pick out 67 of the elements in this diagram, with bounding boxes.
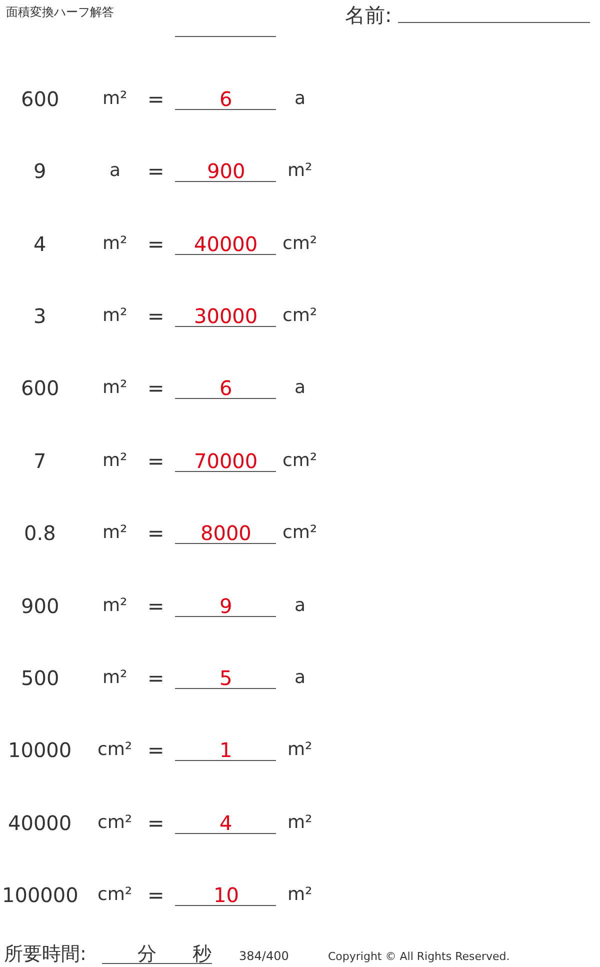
equals-sign: = — [148, 523, 164, 544]
quantity-value: 9 — [34, 161, 46, 182]
unit-label: m² — [288, 886, 312, 904]
quantity-value: 10000 — [8, 740, 72, 760]
answer-value: 70000 — [194, 450, 258, 471]
answer-value: 1 — [220, 740, 232, 760]
answer-value: 900 — [207, 161, 246, 182]
equals-sign: = — [148, 306, 164, 326]
quantity-value: 500 — [21, 668, 60, 688]
unit-label: m² — [102, 596, 128, 615]
copyright-notice: Copyright © All Rights Reserved. — [328, 950, 510, 962]
unit-label: m² — [102, 452, 128, 470]
worksheet-title: 面積変換ハーフ解答 — [6, 6, 114, 18]
answer-value: 5 — [220, 668, 232, 688]
name-label: 名前: — [345, 5, 392, 25]
unit-label: a — [110, 162, 121, 180]
quantity-value: 600 — [21, 89, 60, 109]
unit-label: cm² — [282, 524, 318, 542]
equals-sign: = — [148, 161, 164, 182]
answer-value: 30000 — [194, 306, 258, 326]
unit-label: m² — [102, 234, 128, 253]
unit-label: cm² — [282, 234, 318, 253]
time-label: 所要時間: — [4, 944, 86, 964]
unit-label: cm² — [98, 814, 132, 832]
page-number: 384/400 — [239, 950, 289, 962]
equals-sign: = — [148, 740, 164, 760]
unit-label: m² — [102, 668, 128, 687]
equals-sign: = — [148, 234, 164, 254]
unit-label: cm² — [282, 452, 318, 470]
unit-label: m² — [288, 162, 312, 180]
unit-label: cm² — [98, 886, 132, 904]
unit-label: cm² — [98, 741, 132, 760]
unit-label: m² — [102, 90, 128, 108]
unit-label: m² — [102, 379, 128, 398]
answer-value: 9 — [220, 596, 232, 616]
equals-sign: = — [148, 89, 164, 109]
minutes-label: 分 — [138, 944, 156, 964]
equals-sign: = — [148, 450, 164, 471]
equals-sign: = — [148, 812, 164, 833]
answer-value: 10 — [214, 884, 239, 905]
seconds-label: 秒 — [192, 944, 212, 964]
unit-label: a — [294, 596, 306, 615]
quantity-value: 0.8 — [24, 523, 56, 544]
unit-label: a — [294, 90, 306, 108]
quantity-value: 900 — [21, 596, 60, 616]
quantity-value: 7 — [34, 450, 46, 471]
answer-value: 4 — [220, 812, 232, 833]
unit-label: m² — [288, 741, 312, 760]
unit-label: a — [294, 379, 306, 398]
quantity-value: 3 — [34, 306, 46, 326]
quantity-value: 40000 — [8, 812, 72, 833]
answer-value: 6 — [220, 89, 232, 109]
unit-label: a — [294, 668, 306, 687]
answer-value: 6 — [220, 378, 232, 398]
answer-value: 40000 — [194, 234, 258, 254]
unit-label: m² — [102, 524, 128, 542]
equals-sign: = — [148, 596, 164, 616]
quantity-value: 100000 — [2, 884, 78, 905]
quantity-value: 600 — [21, 378, 60, 398]
unit-label: m² — [102, 307, 128, 326]
quantity-value: 4 — [34, 234, 46, 254]
answer-value: 8000 — [200, 523, 252, 544]
unit-label: cm² — [282, 307, 318, 326]
equals-sign: = — [148, 884, 164, 905]
unit-label: m² — [288, 814, 312, 832]
equals-sign: = — [148, 378, 164, 398]
equals-sign: = — [148, 668, 164, 688]
